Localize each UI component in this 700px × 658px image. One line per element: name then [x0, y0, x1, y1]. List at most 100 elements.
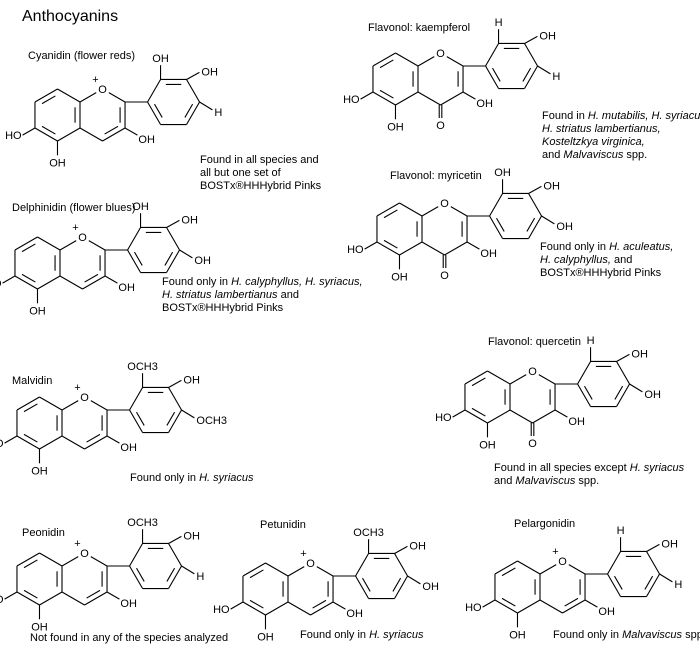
double-bond [21, 243, 36, 253]
note-line: H. striatus lambertianus and [162, 289, 363, 302]
note-text: all but one set of [200, 167, 281, 179]
bond-substituent [646, 543, 660, 552]
hydroxyl-group: OH [476, 98, 493, 110]
hydroxyl-group: HO [343, 94, 360, 106]
double-bond [501, 597, 516, 607]
hydroxyl-group: HO [347, 244, 364, 256]
hydroxyl-group: HO [435, 412, 452, 424]
carbonyl-oxygen: O [528, 438, 537, 450]
hydroxyl-group: OH [31, 465, 48, 477]
hydrogen-atom: H [617, 525, 625, 537]
bond-ring-c [61, 435, 85, 450]
bond-ring-a [517, 560, 541, 575]
carbonyl-oxygen: O [440, 270, 449, 282]
bond-ring-b [355, 553, 370, 577]
note-line: BOSTx®HHHybrid Pinks [540, 267, 673, 280]
bond-ring-c [61, 556, 79, 567]
ring-oxygen: O [80, 392, 89, 404]
bond-substituent [4, 591, 18, 600]
bond-ring-a [464, 370, 488, 385]
double-bond [23, 403, 38, 413]
note-line: Not found in any of the species analyzed [30, 632, 228, 645]
bond-ring-b [129, 565, 144, 589]
bond-ring-c [79, 127, 103, 142]
double-bond [41, 95, 56, 105]
bond-ring-a [395, 91, 419, 106]
cation-charge: + [72, 222, 78, 234]
hydroxyl-group: OH [556, 221, 573, 233]
double-bond [471, 407, 486, 417]
methoxy-group: OCH3 [127, 517, 158, 529]
note-text: BOSTx®HHHybrid Pinks [162, 302, 284, 314]
note-line: Found in all species and [200, 154, 321, 167]
structure-malvidin: O+HOOHOHOCH3OHOCH3 [0, 361, 227, 477]
bond-ring-b [524, 43, 539, 67]
bond-ring-c [79, 92, 97, 103]
bond-ring-b [186, 79, 201, 103]
methoxy-group: OCH3 [196, 415, 227, 427]
bond-ring-a [399, 202, 423, 217]
bond-ring-c [532, 409, 556, 424]
bond-ring-a [242, 562, 266, 577]
hydroxyl-group: OH [120, 598, 137, 610]
bond-ring-c [568, 564, 586, 575]
bond-substituent [452, 409, 466, 418]
cation-charge: + [300, 548, 306, 560]
hydroxyl-group: HO [465, 602, 482, 614]
methoxy-group: OCH3 [127, 361, 158, 373]
bond-substituent [584, 599, 598, 608]
hydroxyl-group: OH [138, 134, 155, 146]
double-bond [492, 67, 501, 82]
species-name: H. striatus lambertianus [162, 289, 278, 301]
species-name: Malvaviscus [622, 629, 683, 641]
bond-substituent [554, 409, 568, 418]
compound-name-cyanidin: Cyanidin (flower reds) [28, 50, 135, 62]
bond-substituent [106, 591, 120, 600]
bond-ring-a [265, 562, 289, 577]
bond-ring-c [90, 400, 108, 411]
bond-substituent [407, 575, 421, 585]
bond-substituent [4, 435, 18, 444]
bond-substituent [629, 383, 643, 393]
bond-ring-c [440, 91, 464, 106]
bond-ring-b [127, 249, 142, 273]
bond-ring-b [577, 361, 592, 385]
double-bond [23, 559, 38, 569]
note-text: and [494, 475, 516, 487]
occurrence-note-delphinidin: Found only in H. calyphyllus, H. syriacu… [162, 276, 363, 315]
bond-ring-a [399, 241, 423, 256]
occurrence-note-kaempferol: Found in H. mutabilis, H. syriacus,H. st… [542, 110, 700, 162]
occurrence-note-petunidin: Found only in H. syriacus [300, 629, 424, 642]
compound-name-myricetin: Flavonol: myricetin [390, 170, 482, 182]
bond-ring-b [528, 215, 543, 239]
double-bond [312, 599, 327, 609]
hydroxyl-group: OH [479, 439, 496, 451]
bond-substituent [168, 379, 182, 388]
bond-substituent [482, 599, 496, 608]
bond-substituent [199, 101, 213, 111]
double-bond [166, 567, 176, 582]
bond-ring-a [517, 599, 541, 614]
double-bond [379, 89, 394, 99]
methoxy-group: OCH3 [353, 527, 384, 539]
bond-ring-a [487, 370, 511, 385]
note-line: Found only in H. aculeatus, [540, 241, 673, 254]
double-bond [86, 433, 101, 443]
ring-oxygen: O [98, 84, 107, 96]
hydroxyl-group: OH [183, 530, 200, 542]
bond-ring-c [421, 241, 445, 256]
bond-ring-b [577, 383, 592, 407]
bond-substituent [168, 535, 182, 544]
hydroxyl-group: OH [183, 374, 200, 386]
bond-ring-b [186, 101, 201, 125]
bond-ring-c [82, 275, 106, 290]
bond-ring-c [90, 556, 108, 567]
bond-substituent [466, 241, 480, 250]
bond-ring-a [39, 435, 63, 450]
bond-ring-b [168, 409, 183, 433]
hydroxyl-group: OH [598, 606, 615, 618]
bond-ring-a [37, 275, 61, 290]
